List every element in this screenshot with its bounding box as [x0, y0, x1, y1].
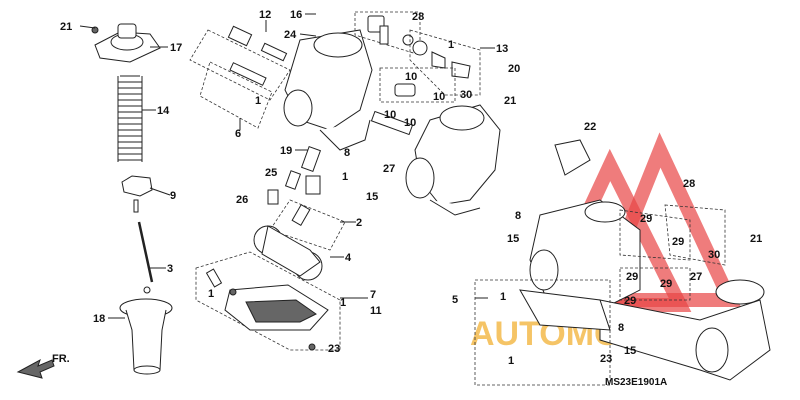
callout-10: 10	[405, 71, 417, 83]
callout-1: 1	[340, 297, 346, 309]
callout-9: 9	[170, 190, 176, 202]
float-assembly	[253, 225, 323, 281]
callout-21: 21	[60, 21, 72, 33]
callout-15: 15	[624, 345, 636, 357]
callout-7: 7	[370, 289, 376, 301]
vacuum-piston	[119, 298, 173, 375]
callout-1: 1	[500, 291, 506, 303]
callout-labels: 21 17 14 9 3 18 12 16 24 1 6 19 25 26 1 …	[60, 9, 762, 367]
upper-right-carburetor-body	[370, 104, 501, 216]
callout-29: 29	[640, 213, 652, 225]
callout-3: 3	[167, 263, 173, 275]
needle-holder	[121, 175, 153, 213]
callout-5: 5	[452, 294, 458, 306]
callout-10: 10	[433, 91, 445, 103]
diagram-code: MS23E1901A	[605, 377, 667, 388]
callout-20: 20	[508, 63, 520, 75]
callout-10: 10	[404, 117, 416, 129]
main-carburetor-body	[283, 29, 373, 151]
callout-30: 30	[708, 249, 720, 261]
callout-15: 15	[366, 191, 378, 203]
jet-needle	[137, 221, 154, 294]
callout-8: 8	[618, 322, 624, 334]
callout-27: 27	[383, 163, 395, 175]
callout-1: 1	[342, 171, 348, 183]
callout-17: 17	[170, 42, 182, 54]
diaphragm-spring	[117, 75, 143, 162]
callout-21: 21	[504, 95, 516, 107]
callout-28: 28	[683, 178, 695, 190]
callout-27: 27	[690, 271, 702, 283]
callout-14: 14	[157, 105, 170, 117]
callout-26: 26	[236, 194, 248, 206]
callout-1: 1	[508, 355, 514, 367]
callout-2: 2	[356, 217, 362, 229]
callout-6: 6	[235, 128, 241, 140]
callout-23: 23	[328, 343, 340, 355]
callout-29: 29	[672, 236, 684, 248]
callout-24: 24	[284, 29, 297, 41]
gasket-set	[195, 251, 341, 351]
callout-4: 4	[345, 252, 352, 264]
lower-right-carburetor-bank	[474, 139, 771, 386]
callout-28: 28	[412, 11, 424, 23]
callout-22: 22	[584, 121, 596, 133]
callout-29: 29	[626, 271, 638, 283]
callout-16: 16	[290, 9, 302, 21]
upper-right-kits	[354, 11, 481, 103]
callout-15: 15	[507, 233, 519, 245]
callout-30: 30	[460, 89, 472, 101]
callout-23: 23	[600, 353, 612, 365]
callout-8: 8	[344, 147, 350, 159]
float-valve-kit	[189, 25, 291, 129]
callout-8: 8	[515, 210, 521, 222]
callout-13: 13	[496, 43, 508, 55]
leader-lines	[79, 13, 495, 319]
float-chamber-parts	[267, 145, 346, 251]
callout-29: 29	[624, 295, 636, 307]
callout-18: 18	[93, 313, 105, 325]
callout-25: 25	[265, 167, 277, 179]
top-cover-assembly	[91, 23, 161, 63]
callout-10: 10	[384, 109, 396, 121]
callout-21: 21	[750, 233, 762, 245]
direction-arrow: FR.	[16, 353, 70, 379]
callout-1: 1	[255, 95, 261, 107]
direction-label: FR.	[52, 353, 70, 365]
callout-19: 19	[280, 145, 292, 157]
callout-1: 1	[208, 288, 214, 300]
callout-1: 1	[448, 39, 454, 51]
callout-29: 29	[660, 278, 672, 290]
callout-11: 11	[370, 305, 382, 317]
callout-12: 12	[259, 9, 271, 21]
